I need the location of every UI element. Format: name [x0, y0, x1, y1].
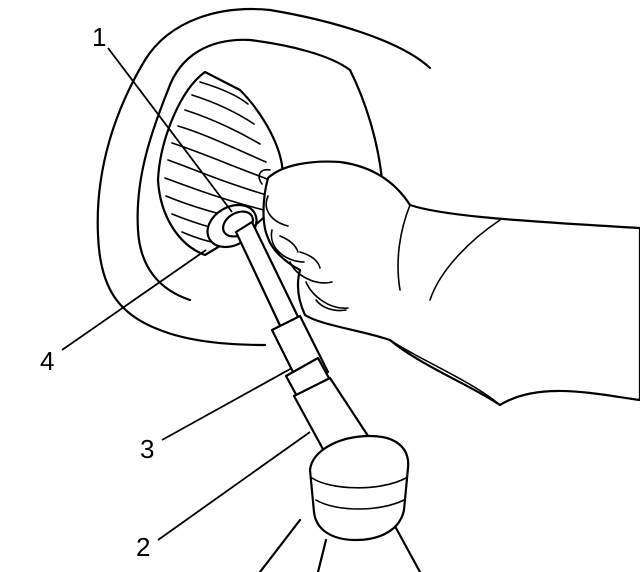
leader-line-2: [157, 431, 311, 541]
callout-3: 3: [140, 434, 154, 464]
adapter-sleeve: [270, 314, 332, 400]
leader-line-3: [161, 367, 293, 441]
callout-labels: 1 4 3 2: [40, 22, 154, 562]
technician-hand: [258, 160, 640, 407]
leader-lines: [61, 47, 311, 541]
callout-4: 4: [40, 346, 54, 376]
leader-line-4: [61, 249, 207, 351]
ratchet-head: [258, 434, 422, 572]
callout-2: 2: [136, 532, 150, 562]
leader-line-1: [107, 47, 233, 213]
wheel-well-outline: [96, 8, 432, 347]
callout-1: 1: [92, 22, 106, 52]
